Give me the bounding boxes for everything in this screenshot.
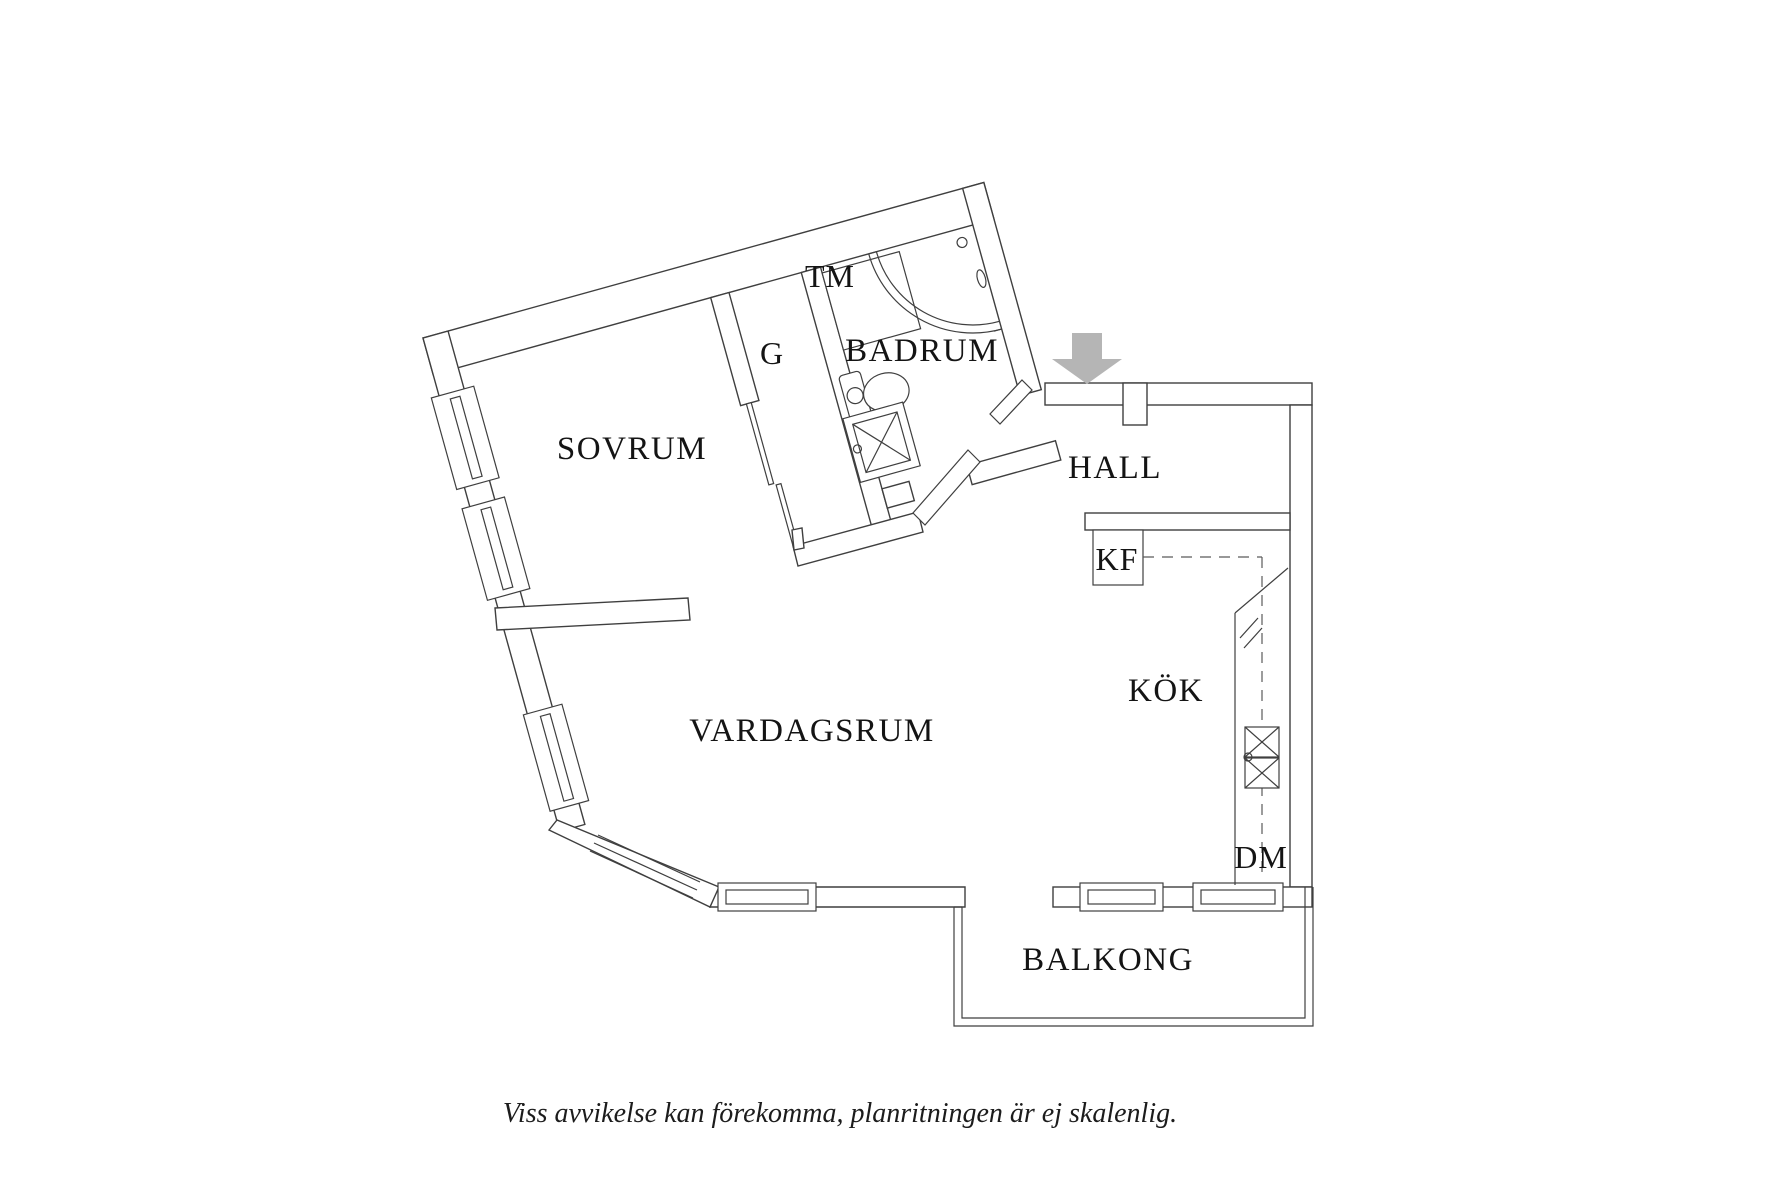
room-label-badrum: BADRUM [845, 333, 999, 369]
disclaimer-caption: Viss avvikelse kan förekomma, planritnin… [502, 1098, 1178, 1129]
entrance-door-leaf [989, 379, 1033, 425]
passage-wall [792, 511, 924, 567]
bay-window-wall [547, 819, 720, 908]
kitchen-sink [1243, 726, 1280, 789]
room-label-vardagsrum: VARDAGSRUM [689, 713, 934, 749]
fixture-label-tm: TM [805, 258, 855, 294]
rotated-wing [422, 181, 1062, 833]
washing-machine [821, 250, 922, 351]
toilet [838, 370, 910, 421]
closet-sliding-door [745, 401, 775, 486]
entrance-arrow-icon [1052, 333, 1122, 384]
room-label-hall: HALL [1068, 450, 1162, 486]
sovrum-divider-wall [494, 597, 691, 631]
shower-handle [976, 269, 987, 288]
fridge-freezer [1092, 529, 1144, 586]
window [461, 496, 531, 602]
kitchen-divider-wall [1084, 512, 1291, 531]
right-exterior-wall [1289, 404, 1313, 888]
sink-tap [1243, 752, 1253, 762]
room-label-balkong: BALKONG [1022, 942, 1194, 978]
badrum-bottom-wall [881, 480, 916, 509]
hall-top-wall [1044, 382, 1313, 406]
window [430, 385, 500, 491]
badrum-door-leaf [912, 449, 981, 526]
sovrum-right-wall [709, 291, 760, 407]
room-label-kok: KÖK [1128, 673, 1204, 709]
room-label-sovrum: SOVRUM [557, 431, 707, 467]
badrum-bottom-wall [965, 439, 1062, 486]
fixture-label-g: G [760, 335, 784, 371]
fixture-label-dm: DM [1234, 839, 1288, 875]
shower [868, 236, 1002, 334]
window [717, 882, 817, 912]
hall-wall-pillar [1122, 382, 1148, 426]
window [1079, 882, 1164, 912]
bathroom-sink [842, 401, 921, 484]
balcony-railing [953, 887, 1314, 1027]
fixture-label-kf: KF [1096, 541, 1139, 577]
passage-wall-end [791, 527, 805, 551]
window [1192, 882, 1284, 912]
window [522, 703, 590, 812]
shower-drain [956, 236, 968, 249]
sink-tap [852, 444, 863, 454]
badrum-right-wall [961, 181, 1043, 397]
overhead-cabinet-line [1143, 556, 1263, 880]
kitchen-counter [1234, 567, 1289, 885]
